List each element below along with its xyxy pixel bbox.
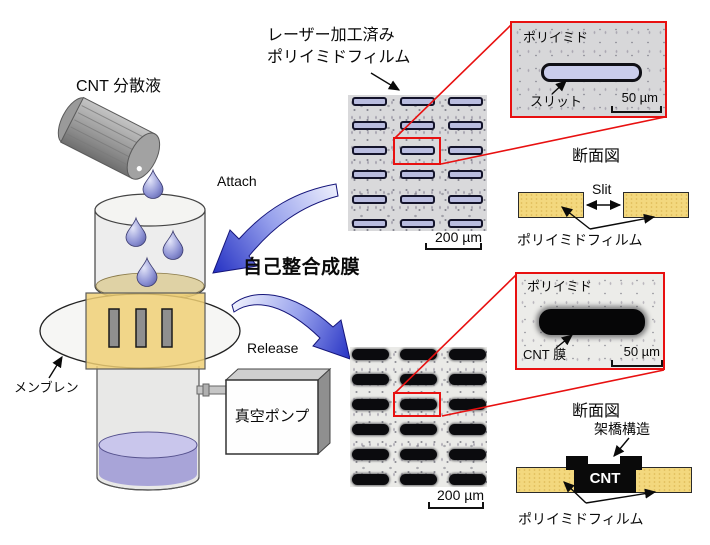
film-slit [447, 121, 483, 131]
cnt-film-patch [351, 349, 389, 360]
film-slit [351, 121, 387, 131]
film-slit [351, 170, 387, 180]
cnt-inset: ポリイミド CNT 膜 50 µm [515, 272, 665, 370]
cnt-dispersion-roll [57, 96, 161, 180]
cnt-film-patch [449, 374, 487, 385]
cross1-film-left [518, 192, 584, 218]
film-slit [351, 194, 387, 204]
cnt-film-patch [400, 449, 438, 460]
laser-film-label-line2: ポリイミドフィルム [267, 49, 411, 66]
cnt-film-patch [400, 349, 438, 360]
cnt-film-patch [400, 474, 438, 485]
film-slit [399, 121, 435, 131]
slit-array [348, 95, 487, 231]
vacuum-pump-box [224, 367, 332, 456]
inset1-scalebar [611, 106, 662, 113]
inset2-material-label: ポリイミド [527, 279, 593, 294]
cross1-film-right [623, 192, 689, 218]
slit-highlight-box [393, 137, 441, 165]
cross2-film-label: ポリイミドフィルム [518, 511, 644, 527]
pump-hose [196, 383, 229, 397]
membrane-sheet [85, 292, 206, 370]
film-slit [399, 194, 435, 204]
bottom-scalebar [428, 502, 484, 509]
cnt-film-patch [351, 449, 389, 460]
film-slit [399, 219, 435, 229]
slit-closeup-shape [541, 63, 642, 82]
top-scalebar [425, 243, 482, 250]
cnt-film-patch [351, 374, 389, 385]
film-slit [399, 145, 435, 155]
cnt-highlight-box [393, 392, 441, 417]
slit-inset: ポリイミド スリット 50 µm [510, 21, 667, 118]
film-slit [399, 96, 435, 106]
inset2-feature-label: CNT 膜 [523, 347, 567, 362]
laser-film-label-line1: レーザー加工済み [267, 27, 395, 44]
film-slit [447, 145, 483, 155]
release-label: Release [247, 340, 299, 356]
filtrate-liquid [99, 445, 197, 486]
vacuum-pump-label: 真空ポンプ [234, 408, 310, 425]
cnt-film-patch [351, 424, 389, 435]
film-slit [351, 145, 387, 155]
lower-flask [96, 366, 200, 491]
cnt-film-patch [351, 399, 389, 410]
cnt-film-patch [449, 449, 487, 460]
cnt-array [350, 347, 487, 487]
film-slit [351, 219, 387, 229]
self-align-label: 自己整合成膜 [243, 257, 361, 278]
cnt-plug-label: CNT [589, 470, 621, 487]
cnt-film-patch [400, 374, 438, 385]
cnt-film-patch [449, 474, 487, 485]
film-slit [447, 170, 483, 180]
cnt-closeup-shape [539, 309, 645, 335]
cnt-film-patch [400, 424, 438, 435]
cnt-film-patch [449, 399, 487, 410]
cnt-film-patch [449, 424, 487, 435]
film-slit [447, 219, 483, 229]
membrane-slits [108, 308, 173, 348]
cnt-film-patch [449, 349, 487, 360]
attach-arrow [212, 183, 339, 274]
cnt-film-patch [351, 474, 389, 485]
top-scalebar-label: 200 µm [435, 229, 482, 245]
cross2-bridge-label: 架橋構造 [594, 421, 650, 437]
inset1-scale-label: 50 µm [621, 90, 658, 105]
inset1-feature-label: スリット [530, 94, 583, 109]
inset2-scalebar [611, 360, 663, 367]
attach-label: Attach [217, 173, 257, 189]
cnt-film-patch [400, 399, 438, 410]
film-slit [399, 170, 435, 180]
film-slit [447, 96, 483, 106]
cnt-dispersion-label: CNT 分散液 [76, 78, 162, 95]
membrane-label: メンブレン [14, 380, 79, 395]
cross1-title: 断面図 [572, 148, 621, 165]
cnt-film-micrograph [350, 347, 487, 487]
film-slit [447, 194, 483, 204]
bottom-scalebar-label: 200 µm [437, 487, 484, 503]
film-slit [351, 96, 387, 106]
cross1-film-label: ポリイミドフィルム [517, 232, 643, 248]
inset1-material-label: ポリイミド [523, 30, 589, 45]
inset2-scale-label: 50 µm [623, 344, 660, 359]
cross1-slit-label: Slit [592, 181, 612, 197]
